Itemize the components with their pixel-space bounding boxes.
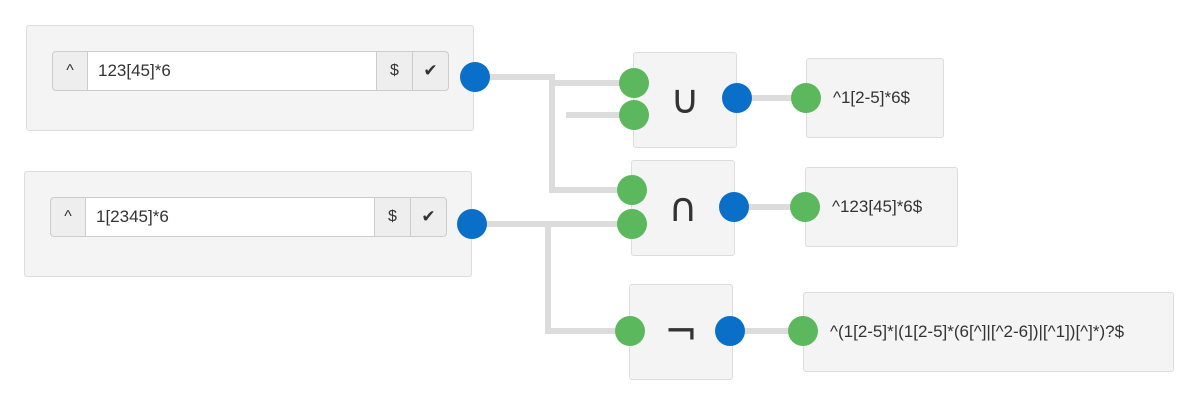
- confirm-button[interactable]: ✔: [411, 197, 447, 237]
- wire-input2-complement: [545, 224, 630, 334]
- output-regex-text: ^1[2-5]*6$: [833, 88, 910, 107]
- output-regex-text: ^123[45]*6$: [832, 197, 923, 216]
- intersection-operator-node[interactable]: ∩: [631, 160, 735, 256]
- end-anchor-toggle[interactable]: $: [377, 51, 413, 91]
- start-anchor-toggle[interactable]: ^: [50, 197, 86, 237]
- input-port[interactable]: [788, 316, 818, 346]
- regex-input-field[interactable]: [88, 51, 377, 91]
- complement-symbol: ¬: [664, 309, 698, 355]
- confirm-button[interactable]: ✔: [413, 51, 449, 91]
- input-port[interactable]: [617, 175, 647, 205]
- wire-input1-intersection: [549, 77, 632, 193]
- output-port[interactable]: [722, 83, 752, 113]
- output-regex-text: ^(1[2-5]*|(1[2-5]*(6[^]|[^2-6])|[^1])[^]…: [830, 322, 1125, 341]
- output-port[interactable]: [457, 209, 487, 239]
- union-operator-node[interactable]: ∪: [633, 52, 737, 148]
- end-anchor-toggle[interactable]: $: [375, 197, 411, 237]
- input-port[interactable]: [617, 209, 647, 239]
- regex-output-node-2: ^123[45]*6$: [805, 167, 958, 247]
- regex-input-group: ^ $ ✔: [52, 51, 449, 91]
- input-port[interactable]: [619, 68, 649, 98]
- output-port[interactable]: [715, 316, 745, 346]
- check-icon: ✔: [423, 61, 438, 80]
- regex-input-group: ^ $ ✔: [50, 197, 447, 237]
- input-port[interactable]: [615, 316, 645, 346]
- regex-output-node-3: ^(1[2-5]*|(1[2-5]*(6[^]|[^2-6])|[^1])[^]…: [803, 292, 1174, 372]
- output-port[interactable]: [460, 62, 490, 92]
- output-port[interactable]: [719, 192, 749, 222]
- input-port[interactable]: [791, 83, 821, 113]
- regex-input-node-1[interactable]: ^ $ ✔: [26, 25, 474, 131]
- regex-input-node-2[interactable]: ^ $ ✔: [24, 171, 472, 277]
- union-symbol: ∪: [670, 77, 700, 123]
- input-port[interactable]: [790, 192, 820, 222]
- regex-output-node-1: ^1[2-5]*6$: [806, 58, 944, 138]
- intersection-symbol: ∩: [668, 185, 698, 231]
- regex-input-field[interactable]: [86, 197, 375, 237]
- check-icon: ✔: [421, 207, 436, 226]
- start-anchor-toggle[interactable]: ^: [52, 51, 88, 91]
- input-port[interactable]: [619, 100, 649, 130]
